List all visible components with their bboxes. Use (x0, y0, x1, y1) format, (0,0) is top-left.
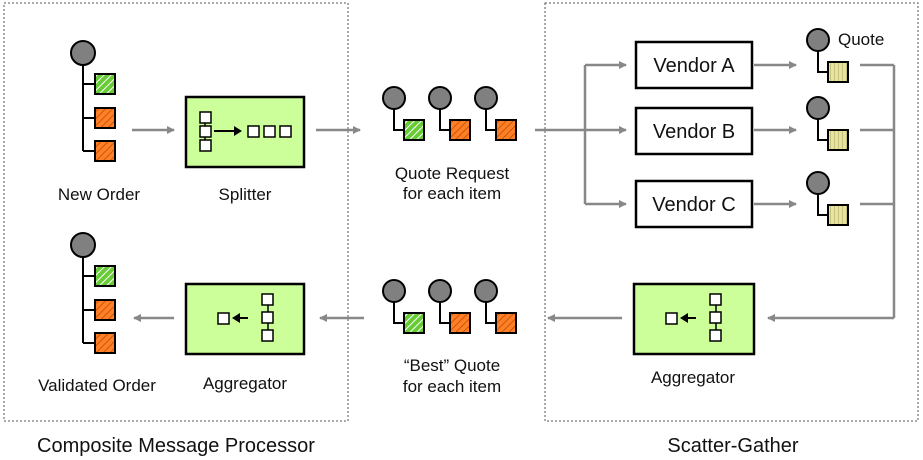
best-quote-label-line1: “Best” Quote (404, 356, 500, 375)
quote-request-message (428, 86, 471, 141)
vendor-a-label: Vendor A (653, 55, 735, 77)
best-quote-message (428, 279, 471, 334)
quote-request-message (474, 86, 517, 141)
quote-label: Quote (838, 30, 884, 49)
quote-request-message (382, 86, 425, 141)
splitter-processor (184, 95, 306, 169)
vendor-a-box: Vendor A (634, 40, 754, 90)
best-quote-message (382, 279, 425, 334)
splitter-label: Splitter (219, 185, 272, 204)
validated-order-label: Validated Order (38, 376, 156, 395)
aggregator-left-processor (184, 282, 306, 356)
quote-request-label-line1: Quote Request (395, 164, 510, 183)
aggregator-right-label: Aggregator (651, 368, 735, 387)
best-quote-message (474, 279, 517, 334)
vendor-b-label: Vendor B (653, 121, 735, 143)
best-quote-label-line2: for each item (403, 377, 501, 396)
vendor-b-box: Vendor B (634, 106, 754, 156)
vendor-c-box: Vendor C (634, 179, 754, 229)
aggregator-right-processor (632, 282, 756, 356)
vendor-c-label: Vendor C (652, 194, 735, 216)
aggregator-left-label: Aggregator (203, 374, 287, 393)
composite-processor-frame (3, 2, 349, 422)
scatter-section-title: Scatter-Gather (667, 435, 799, 457)
composite-section-title: Composite Message Processor (37, 435, 315, 457)
quote-request-label-line2: for each item (403, 184, 501, 203)
new-order-label: New Order (58, 185, 141, 204)
